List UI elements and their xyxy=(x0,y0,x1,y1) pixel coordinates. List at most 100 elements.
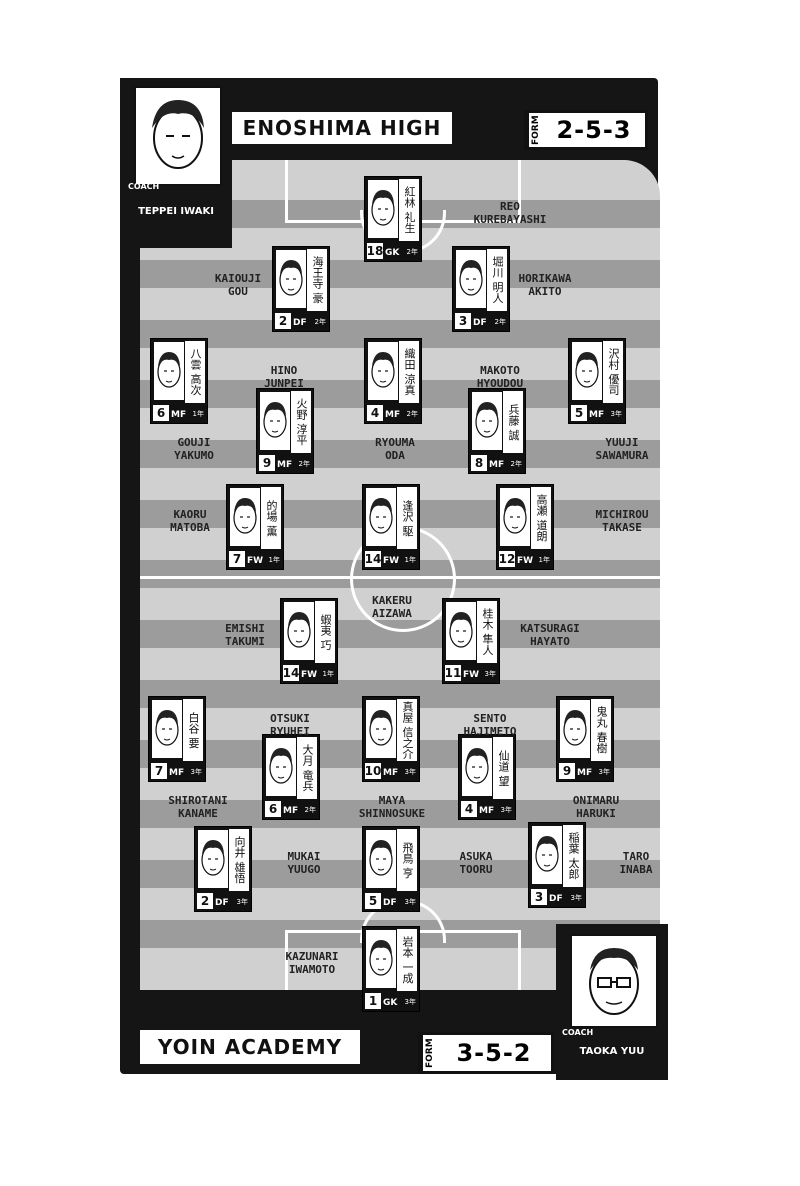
player-number: 4 xyxy=(461,801,477,817)
player-name-line1: RYOUMA xyxy=(375,436,415,449)
player-kanji-name: 白谷 要 xyxy=(183,699,203,761)
player-grade: 3年 xyxy=(598,768,610,776)
player-kanji-name: 海王寺 豪 xyxy=(307,249,327,311)
player-position: FW xyxy=(301,670,318,680)
player-grade: 1年 xyxy=(404,556,416,564)
player-position: MF xyxy=(283,806,299,816)
player-grade: 2年 xyxy=(298,460,310,468)
player-grade: 3年 xyxy=(404,998,416,1006)
player-grade: 2年 xyxy=(494,318,506,326)
player-kanji-name: 堀川 明人 xyxy=(487,249,507,311)
player-name-line2: KUREBAYASHI xyxy=(473,213,547,226)
player-kanji-name: 的場 薫 xyxy=(261,487,281,549)
player-position: DF xyxy=(383,898,397,908)
coach-name: TAOKA YUU xyxy=(579,1046,645,1057)
player-grade: 3年 xyxy=(236,898,248,906)
player-name-line1: MAKOTO xyxy=(480,364,520,377)
formation-top: FORM 2-5-3 xyxy=(524,110,648,150)
player-kanji-name: 向井 雄悟 xyxy=(229,829,249,891)
player-name-line1: SENTO xyxy=(473,712,507,725)
player-name-line2: SHINNOSUKE xyxy=(358,807,426,820)
player-grade: 2年 xyxy=(304,806,316,814)
player-kanji-name: 逢沢 駆 xyxy=(397,487,417,549)
player-name-line1: KAKERU xyxy=(372,594,412,607)
formation-value: 3-5-2 xyxy=(456,1039,532,1067)
player-number: 2 xyxy=(197,893,213,909)
player-number: 3 xyxy=(531,889,547,905)
player-grade: 1年 xyxy=(192,410,204,418)
player-portrait xyxy=(560,700,590,758)
player-number: 10 xyxy=(364,763,382,779)
player-name-line2: AIZAWA xyxy=(372,607,412,620)
player-name-line2: YAKUMO xyxy=(174,449,214,462)
player-position: DF xyxy=(293,318,307,328)
top-coach-panel: COACH TEPPEI IWAKI xyxy=(120,78,232,248)
player-grade: 3年 xyxy=(500,806,512,814)
player-kanji-name: 高瀬 道朗 xyxy=(531,487,551,549)
player-name-line1: OTSUKI xyxy=(270,712,310,725)
player-kanji-name: 火野 淳平 xyxy=(291,391,311,453)
player-portrait xyxy=(500,488,530,546)
player-number: 5 xyxy=(365,893,381,909)
player-kanji-name: 鬼丸 春樹 xyxy=(591,699,611,761)
player-position: FW xyxy=(463,670,480,680)
coach-label: COACH xyxy=(128,182,160,191)
player-kanji-name: 紅林 礼生 xyxy=(399,179,419,241)
player-grade: 2年 xyxy=(406,248,418,256)
player-name-line2: RYUHEI xyxy=(270,725,310,738)
player-name-line1: HORIKAWA xyxy=(518,272,572,285)
player-portrait xyxy=(230,488,260,546)
player-portrait xyxy=(266,738,296,796)
player-name-line1: ONIMARU xyxy=(572,794,620,807)
player-grade: 3年 xyxy=(404,768,416,776)
player-name-line1: HINO xyxy=(270,364,298,377)
player-portrait xyxy=(572,342,602,400)
player-name-line2: HARUKI xyxy=(576,807,616,820)
player-name-line1: ASUKA xyxy=(459,850,493,863)
form-tag: FORM xyxy=(421,1035,437,1071)
player-portrait xyxy=(198,830,228,888)
player-position: MF xyxy=(577,768,593,778)
player-number: 8 xyxy=(471,455,487,471)
player-grade: 3年 xyxy=(190,768,202,776)
player-kanji-name: 沢村 優司 xyxy=(603,341,623,403)
player-number: 6 xyxy=(265,801,281,817)
player-name-line2: GOU xyxy=(228,285,248,298)
player-name-line1: GOUJI xyxy=(177,436,211,449)
player-name-line1: YUUJI xyxy=(605,436,639,449)
player-number: 12 xyxy=(498,551,516,567)
player-grade: 2年 xyxy=(510,460,522,468)
player-grade: 2年 xyxy=(406,410,418,418)
player-name-line1: EMISHI xyxy=(225,622,265,635)
player-kanji-name: 兵藤 誠 xyxy=(503,391,523,453)
player-name-line1: KAZUNARI xyxy=(285,950,339,963)
player-grade: 3年 xyxy=(404,898,416,906)
player-portrait xyxy=(368,342,398,400)
coach-name: TEPPEI IWAKI xyxy=(138,206,214,217)
player-position: MF xyxy=(171,410,187,420)
player-portrait xyxy=(260,392,290,450)
player-grade: 3年 xyxy=(570,894,582,902)
player-name-line2: INABA xyxy=(619,863,653,876)
formation-value: 2-5-3 xyxy=(556,116,632,144)
